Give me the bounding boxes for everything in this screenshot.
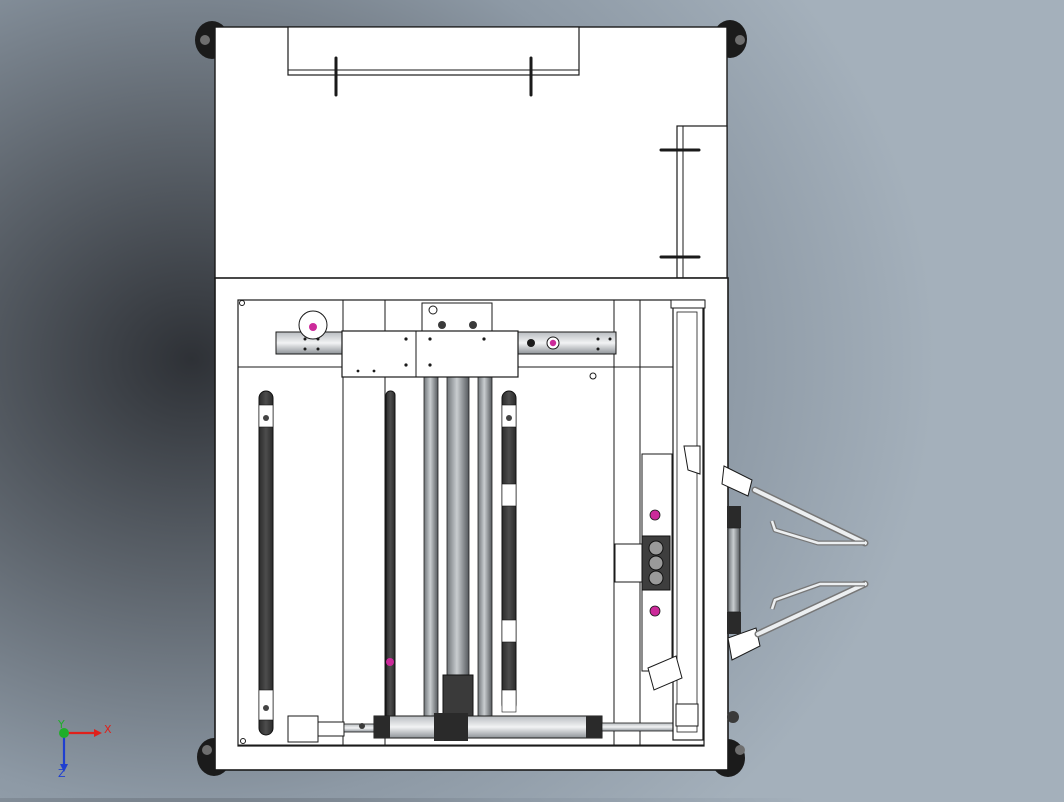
upper-gripper-arm <box>721 465 869 547</box>
right-slot-guide <box>501 390 517 713</box>
side-bracket-plate <box>659 125 728 279</box>
cylinder-top-mount <box>421 302 493 334</box>
gripper-actuator <box>647 445 741 691</box>
lower-gripper-arm <box>727 580 869 661</box>
top-bracket-plate <box>287 26 580 97</box>
middle-slot-guide <box>385 390 396 736</box>
carriage-plate <box>341 330 519 378</box>
vertical-cylinder <box>423 375 493 739</box>
left-slot-guide <box>258 390 274 736</box>
gripper-mount-block <box>614 453 673 672</box>
bottom-horizontal-cylinder <box>287 713 703 743</box>
